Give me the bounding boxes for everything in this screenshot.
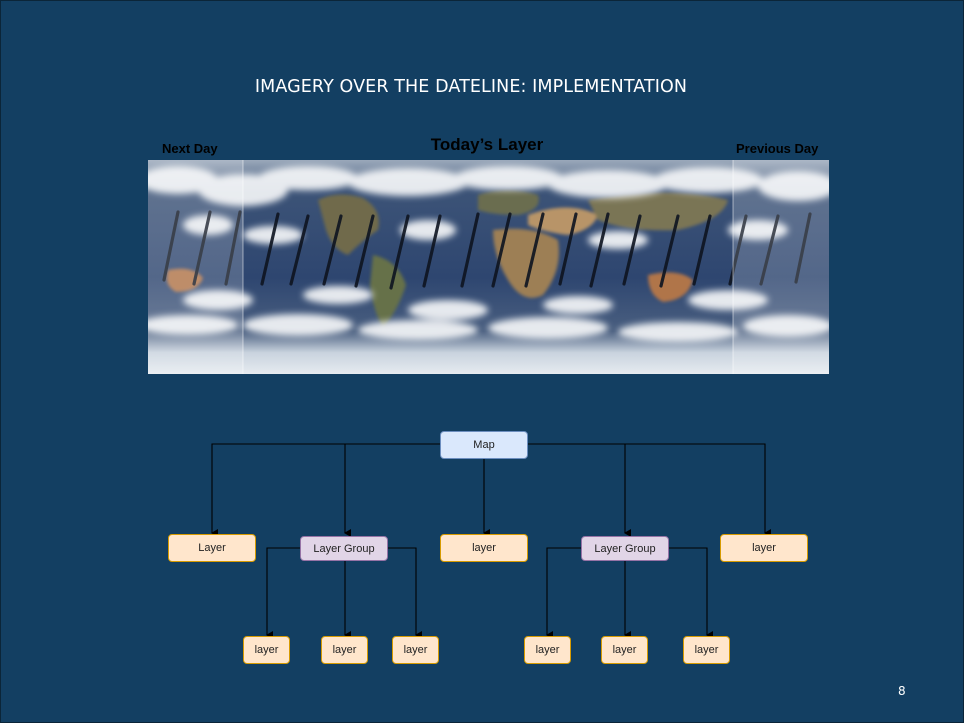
slide-title: IMAGERY OVER THE DATELINE: IMPLEMENTATIO… <box>254 77 688 97</box>
layer-group-node-1: Layer Group <box>300 536 388 561</box>
page-number: 8 <box>898 684 906 698</box>
group-1-child-layer-1: layer <box>243 636 290 664</box>
group-2-child-layer-1: layer <box>524 636 571 664</box>
continents <box>166 190 728 328</box>
map-node: Map <box>440 431 528 459</box>
group-2-child-layer-3: layer <box>683 636 730 664</box>
next-day-label: Next Day <box>162 141 218 156</box>
previous-day-label: Previous Day <box>736 141 819 156</box>
next-day-overlay <box>148 160 243 374</box>
group-1-child-layer-3: layer <box>392 636 439 664</box>
earth-imagery <box>148 160 829 374</box>
group-2-child-layer-2: layer <box>601 636 648 664</box>
layer-node-3: layer <box>720 534 808 562</box>
layer-node-1: Layer <box>168 534 256 562</box>
group-1-child-layer-2: layer <box>321 636 368 664</box>
swath-gaps <box>162 210 812 290</box>
previous-day-overlay <box>733 160 829 374</box>
todays-layer-label: Today’s Layer <box>430 135 544 154</box>
layer-group-node-2: Layer Group <box>581 536 669 561</box>
layer-node-2: layer <box>440 534 528 562</box>
